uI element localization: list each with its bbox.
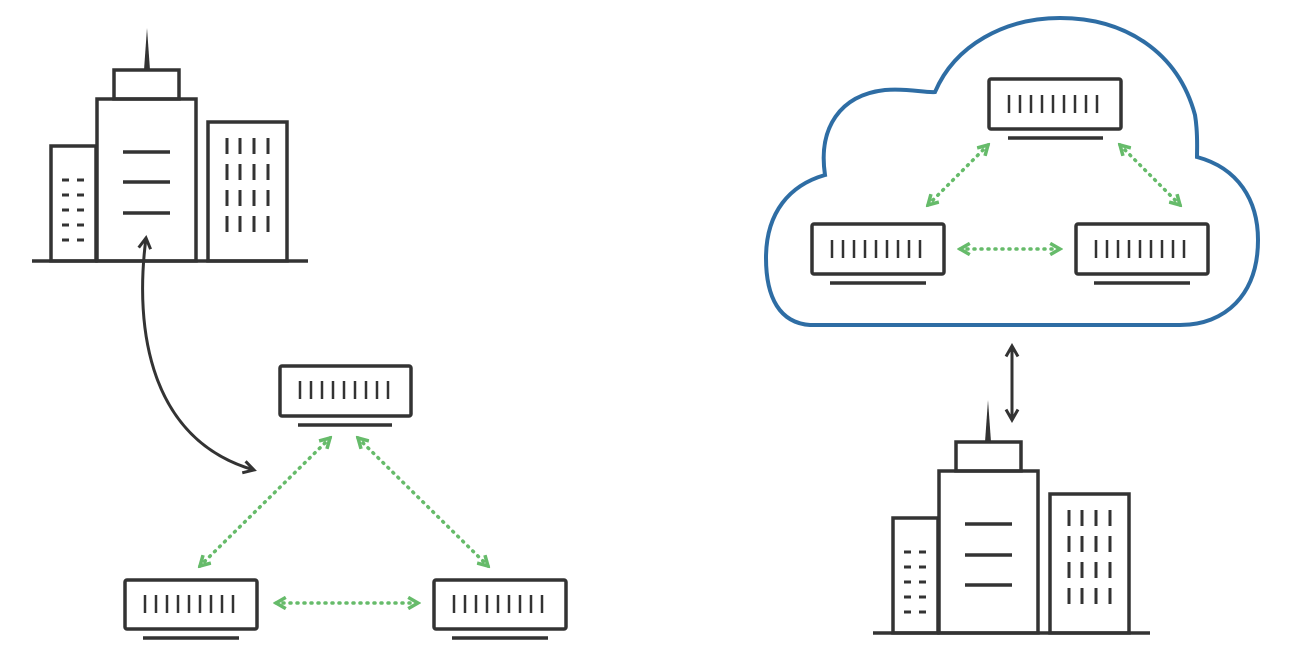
cloud-link-top-to-left: [928, 145, 988, 205]
cloud-server-right-icon: [1074, 222, 1210, 285]
cloud-server-top-icon: [987, 77, 1123, 140]
cloud-link-top-to-right: [1120, 145, 1180, 205]
left-office-buildings-icon: [32, 28, 308, 263]
server-bottom-right-icon: [432, 578, 568, 640]
server-bottom-left-icon: [123, 578, 259, 640]
server-top-icon: [278, 364, 413, 427]
link-top-to-bottom-right: [358, 438, 488, 566]
building-to-cluster-arrow: [137, 235, 257, 475]
cloud-server-left-icon: [810, 222, 946, 285]
link-top-to-bottom-left: [200, 438, 330, 566]
right-office-buildings-icon: [873, 400, 1150, 635]
cloud-icon: [763, 15, 1261, 327]
